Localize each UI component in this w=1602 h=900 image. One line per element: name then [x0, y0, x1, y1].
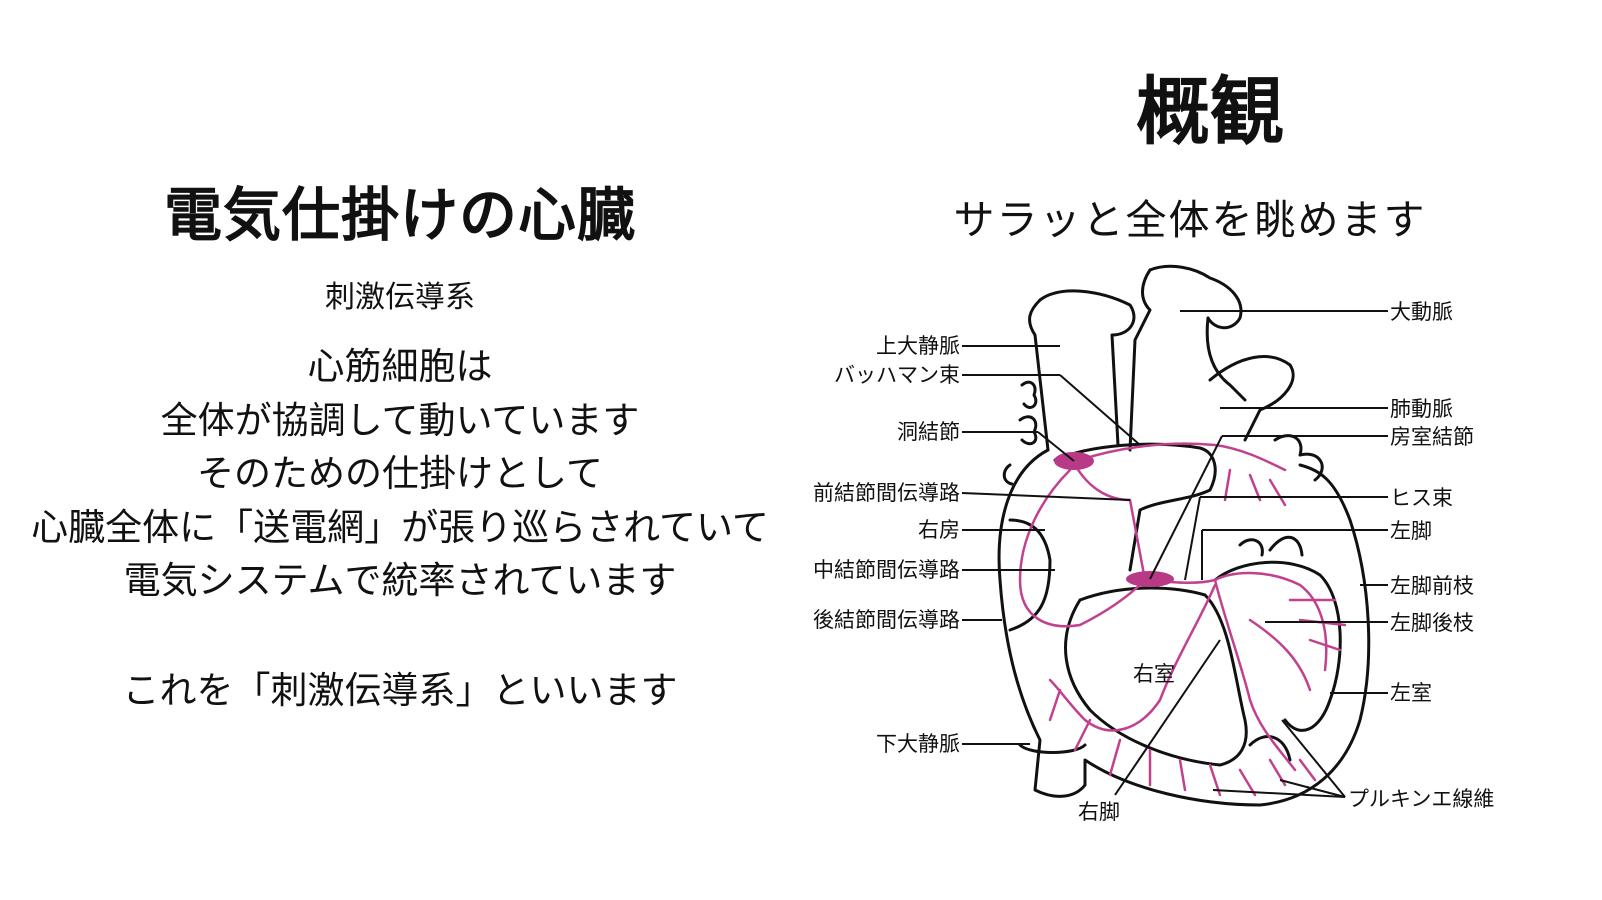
body-line: 心臓全体に「送電網」が張り巡らされていて: [31, 505, 769, 549]
label-bachmann-bundle: バッハマン束: [834, 363, 960, 387]
body-line: 全体が協調して動いています: [160, 398, 640, 442]
label-right-bundle: 右脚: [1078, 800, 1120, 824]
label-left-bundle: 左脚: [1390, 519, 1432, 543]
body-line: そのための仕掛けとして: [197, 452, 603, 495]
label-pulmonary-artery: 肺動脈: [1390, 397, 1453, 421]
label-right-ventricle: 右室: [1133, 662, 1175, 686]
label-purkinje-fibers: プルキンエ線維: [1348, 787, 1495, 811]
label-anterior-internodal: 前結節間伝導路: [813, 481, 960, 505]
conduction-system: [1018, 442, 1347, 797]
label-middle-internodal: 中結節間伝導路: [813, 558, 960, 582]
closing-line: これを「刺激伝導系」といいます: [122, 669, 678, 712]
leader-lines: [961, 310, 1388, 798]
label-aorta: 大動脈: [1390, 300, 1453, 324]
label-left-ventricle: 左室: [1390, 681, 1432, 705]
body-line: 心筋細胞は: [307, 345, 493, 388]
label-left-posterior-fascicle: 左脚後枝: [1390, 611, 1474, 635]
label-sinus-node: 洞結節: [897, 420, 960, 444]
label-left-anterior-fascicle: 左脚前枝: [1390, 574, 1474, 598]
label-his-bundle: ヒス束: [1390, 486, 1453, 510]
body-line: 電気システムで統率されています: [123, 559, 677, 602]
label-superior-vena-cava: 上大静脈: [876, 334, 960, 358]
label-inferior-vena-cava: 下大静脈: [876, 732, 960, 756]
section-subtitle: サラッと全体を眺めます: [953, 196, 1427, 244]
section-title: 概観: [1136, 69, 1284, 155]
page-subtitle: 刺激伝導系: [325, 280, 475, 315]
body-text: 心筋細胞は 全体が協調して動いています そのための仕掛けとして 心臓全体に「送電…: [0, 340, 800, 608]
label-av-node: 房室結節: [1390, 425, 1474, 449]
label-posterior-internodal: 後結節間伝導路: [813, 608, 960, 632]
label-right-atrium: 右房: [918, 518, 960, 542]
page-title: 電気仕掛けの心臓: [163, 181, 636, 249]
heart-outline: [997, 264, 1371, 807]
